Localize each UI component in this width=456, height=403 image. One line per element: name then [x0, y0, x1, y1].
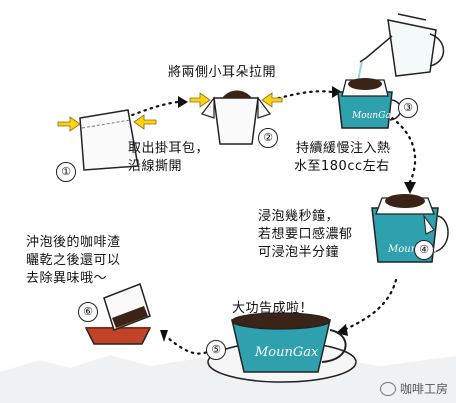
cup-step3: MounGax [337, 78, 402, 129]
step-1-caption-line-2: 沿線撕開 [128, 159, 183, 174]
used-bag-step6 [84, 283, 152, 345]
watermark-text: 咖啡工房 [399, 382, 448, 396]
step-1-caption-line-1: 取出掛耳包， [128, 141, 210, 156]
step-2-caption: 將兩側小耳朵拉開 [168, 65, 277, 80]
step-5-number: ⑤ [206, 340, 226, 360]
cup-step5: MounGax [207, 312, 357, 383]
opened-bag-step2 [189, 90, 283, 145]
step-2-number: ② [258, 128, 278, 148]
step-6-number: ⑥ [78, 302, 98, 322]
drip-bag-step1 [57, 109, 157, 171]
step-4-number: ④ [414, 240, 434, 260]
step-6-caption-line-1: 沖泡後的咖啡渣 [26, 235, 121, 250]
yellow-arrow-right [133, 114, 157, 130]
cup-step4: MounGax [371, 194, 449, 263]
step-6-caption-line-2: 曬乾之後還可以 [26, 253, 121, 268]
step-5-caption: 大功告成啦！ [232, 301, 314, 316]
arrow-heads [160, 86, 416, 342]
step-6-caption-line-3: 去除異味哦～ [26, 271, 108, 286]
arrow-3-to-4 [390, 116, 417, 184]
step-3-number: ③ [398, 98, 418, 118]
cup-brand-step5: MounGax [254, 345, 319, 360]
kettle-step3 [357, 13, 445, 87]
step-4-caption-line-1: 浸泡幾秒鐘， [258, 209, 340, 224]
step-4-caption-line-2: 若想要口感濃郁 [258, 227, 353, 242]
cup-brand-step4: MounGax [387, 244, 437, 255]
step-3-caption-line-1: 持續緩慢注入熱 [296, 141, 391, 156]
arrow-5-to-6 [166, 336, 214, 355]
yellow-arrow-left [57, 116, 81, 132]
arrow-4-to-5 [342, 278, 398, 332]
cup-brand-step3: MounGax [351, 111, 396, 121]
step-1-number: ① [56, 162, 76, 182]
step-4-caption-line-3: 可浸泡半分鐘 [258, 245, 340, 260]
step-3-caption-line-2: 水至180cc左右 [294, 159, 390, 174]
watermark: 咖啡工房 [379, 380, 448, 397]
wechat-icon [379, 381, 396, 396]
